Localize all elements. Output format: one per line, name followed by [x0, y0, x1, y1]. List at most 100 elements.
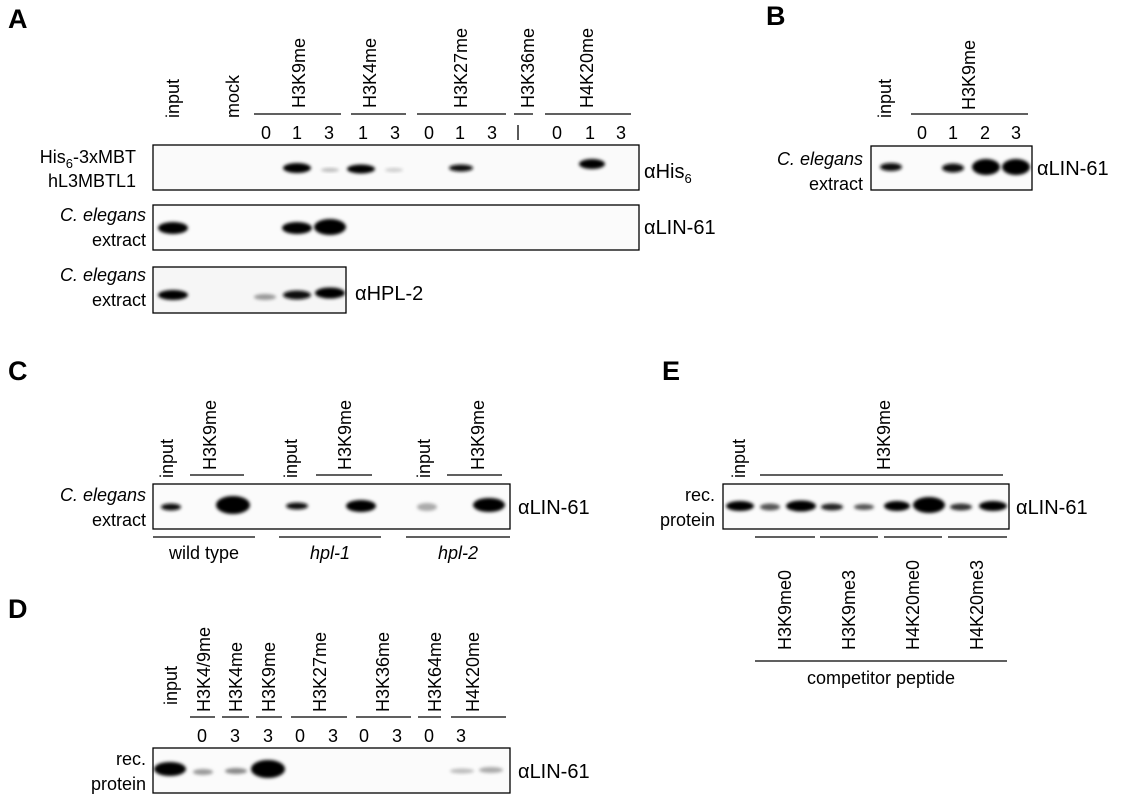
- panel-a-levels: 0 1 3 1 3 0 1 3 0 1 3: [261, 123, 626, 143]
- panel-b-bands: [880, 159, 1030, 175]
- panel-d-input-label: input: [161, 666, 181, 705]
- band: [913, 497, 945, 513]
- panel-a-mock-label: mock: [223, 74, 243, 118]
- panel-a: A input mock H3K9me H3K4me H3K27me H3K36…: [8, 4, 716, 314]
- level-label: 0: [295, 726, 305, 746]
- panel-d-col-h3k27me: H3K27me: [310, 632, 330, 712]
- panel-e-input-label: input: [729, 439, 749, 478]
- band: [726, 501, 754, 511]
- panel-c-hpl1-input: input: [281, 439, 301, 478]
- panel-e-antibody: αLIN-61: [1016, 497, 1088, 519]
- level-label: 3: [324, 123, 334, 143]
- level-label: 3: [230, 726, 240, 746]
- level-label: 1: [455, 123, 465, 143]
- panel-d-col-h3k9me: H3K9me: [259, 642, 279, 712]
- panel-c-label2: extract: [92, 510, 146, 530]
- level-label: 0: [359, 726, 369, 746]
- panel-d-col-h3k36me: H3K36me: [373, 632, 393, 712]
- level-label: 0: [917, 123, 927, 143]
- band: [760, 503, 780, 511]
- level-label: 3: [616, 123, 626, 143]
- band: [884, 501, 910, 511]
- level-label: 0: [424, 123, 434, 143]
- panel-d-label1: rec.: [116, 749, 146, 769]
- band: [1002, 159, 1030, 175]
- panel-b-group-h3k9me: H3K9me: [959, 40, 979, 110]
- band: [346, 500, 376, 512]
- band: [579, 159, 605, 169]
- panel-b-levels: 0 1 2 3: [917, 123, 1021, 143]
- level-label: 1: [585, 123, 595, 143]
- level-label: 3: [392, 726, 402, 746]
- band: [154, 762, 186, 776]
- panel-e-competitor-label: competitor peptide: [807, 668, 955, 688]
- level-label: 1: [948, 123, 958, 143]
- level-label: 2: [980, 123, 990, 143]
- panel-c-strain-hpl1: hpl-1: [310, 543, 350, 563]
- panel-d-col-h4k20me: H4K20me: [463, 632, 483, 712]
- band: [449, 164, 473, 172]
- band: [193, 769, 213, 775]
- panel-a-group-h4k20me: H4K20me: [577, 28, 597, 108]
- panel-c-label1: C. elegans: [60, 485, 146, 505]
- panel-a-group-bars: [254, 113, 631, 140]
- band: [473, 498, 505, 512]
- band: [479, 767, 503, 773]
- panel-d-col-h3k4-9me: H3K4/9me: [194, 627, 214, 712]
- panel-c-letter: C: [8, 356, 28, 386]
- band: [283, 290, 311, 300]
- band: [950, 503, 972, 511]
- band: [251, 760, 285, 778]
- band: [385, 168, 403, 172]
- panel-a-blot-row1: [152, 144, 640, 191]
- panel-e-letter: E: [662, 356, 680, 386]
- panel-a-group-h3k27me: H3K27me: [451, 28, 471, 108]
- panel-b-label1: C. elegans: [777, 149, 863, 169]
- panel-a-row2-bands: [158, 219, 346, 235]
- level-label: 3: [456, 726, 466, 746]
- level-label: 0: [424, 726, 434, 746]
- panel-b-letter: B: [766, 1, 786, 31]
- band: [158, 290, 188, 300]
- panel-c-hpl2-input: input: [414, 439, 434, 478]
- band: [161, 503, 181, 511]
- panel-e-competitor-h3k9me0: H3K9me0: [775, 570, 795, 650]
- band: [283, 163, 311, 173]
- band: [282, 222, 312, 234]
- band: [972, 159, 1000, 175]
- panel-a-row2-label2: extract: [92, 230, 146, 250]
- band: [450, 768, 474, 774]
- band: [942, 163, 964, 173]
- panel-a-blot-row2: [152, 204, 640, 251]
- panel-a-letter: A: [8, 4, 28, 34]
- panel-a-group-h3k4me: H3K4me: [360, 38, 380, 108]
- band: [254, 294, 276, 300]
- panel-b-label2: extract: [809, 174, 863, 194]
- level-label: 1: [358, 123, 368, 143]
- band: [158, 222, 188, 234]
- panel-c-blot: [152, 483, 511, 530]
- panel-a-row3-label1: C. elegans: [60, 265, 146, 285]
- panel-d-label2: protein: [91, 774, 146, 794]
- panel-e-label1: rec.: [685, 485, 715, 505]
- panel-e-bands: [726, 497, 1007, 513]
- panel-d-col-h3k64me: H3K64me: [425, 632, 445, 712]
- panel-e-group-h3k9me: H3K9me: [874, 400, 894, 470]
- panel-d-antibody: αLIN-61: [518, 761, 590, 783]
- level-label: 0: [552, 123, 562, 143]
- panel-a-group-h3k36me: H3K36me: [518, 28, 538, 108]
- panel-c-strain-wt: wild type: [168, 543, 239, 563]
- band: [321, 168, 339, 172]
- band: [880, 163, 902, 171]
- band: [216, 496, 250, 514]
- band: [225, 768, 247, 774]
- panel-c-antibody: αLIN-61: [518, 497, 590, 519]
- level-label: 3: [263, 726, 273, 746]
- band: [786, 500, 816, 512]
- panel-e-competitor-h4k20me3: H4K20me3: [967, 560, 987, 650]
- panel-c-wt-input: input: [157, 439, 177, 478]
- level-label: 1: [292, 123, 302, 143]
- band: [979, 501, 1007, 511]
